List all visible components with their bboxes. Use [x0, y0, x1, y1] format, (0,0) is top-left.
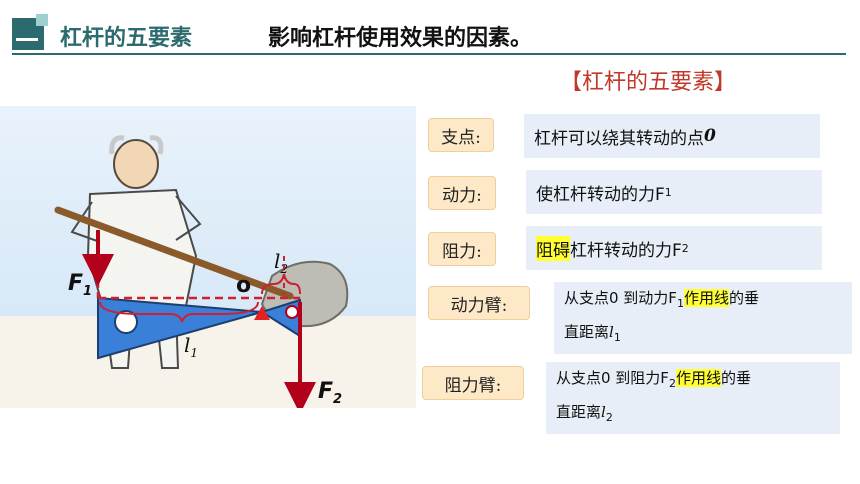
lever-illustration: F1 F2 l1 l2 o: [0, 106, 416, 408]
l1-brace: [99, 301, 259, 323]
f2-label: F2: [318, 379, 342, 407]
label-effort: 动力:: [428, 176, 496, 210]
def-resistance-arm: 从支点0 到阻力F2作用线的垂 直距离l2: [546, 362, 840, 434]
label-resistance-arm: 阻力臂:: [422, 366, 524, 400]
l2-label: l2: [274, 249, 288, 276]
lever-pole: [54, 206, 294, 300]
fulcrum-icon: [254, 306, 270, 320]
header-logo-icon: [12, 14, 48, 50]
section-title: 【杠杆的五要素】: [560, 70, 737, 95]
page-title: 杠杆的五要素: [60, 26, 193, 51]
hole-large: [114, 310, 138, 334]
label-effort-arm: 动力臂:: [428, 286, 530, 320]
l1-label: l1: [184, 333, 198, 360]
fulcrum-label: o: [236, 273, 251, 298]
f1-label: F1: [68, 271, 92, 299]
def-effort-arm: 从支点0 到动力F1作用线的垂 直距离l1: [554, 282, 852, 354]
label-fulcrum: 支点:: [428, 118, 494, 152]
highlight-hinder: 阻碍: [536, 235, 570, 261]
page-subtitle: 影响杠杆使用效果的因素。: [268, 26, 533, 51]
l2-brace: [261, 273, 301, 295]
hole-small: [285, 305, 299, 319]
label-resistance: 阻力:: [428, 232, 496, 266]
ground: [0, 316, 416, 408]
header-divider: [12, 53, 846, 55]
